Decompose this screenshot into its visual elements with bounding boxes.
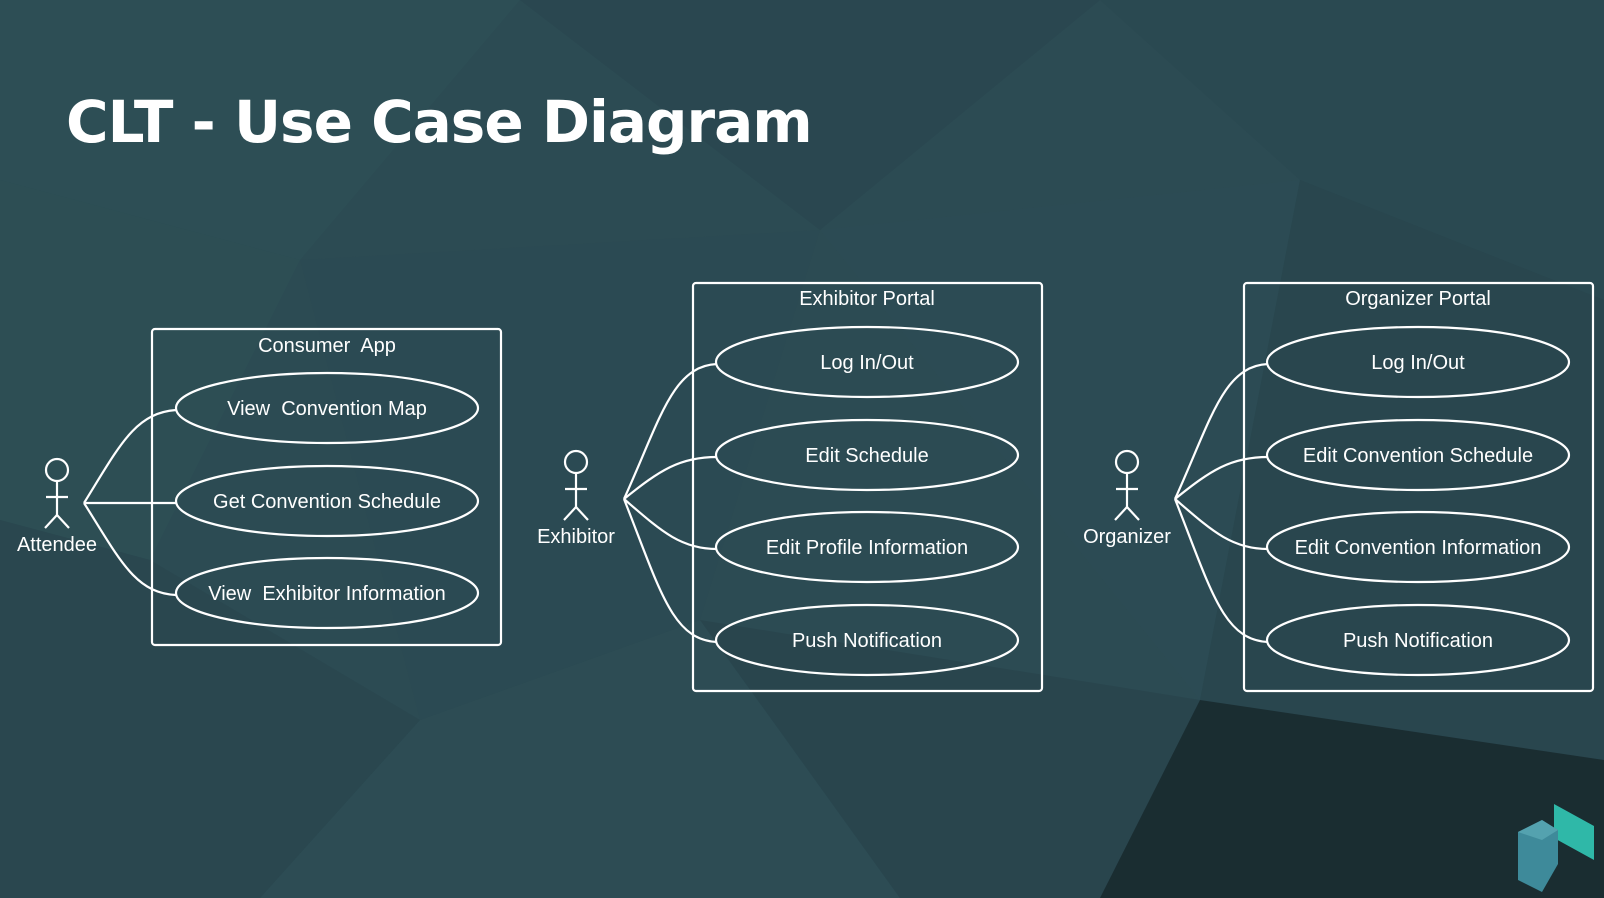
actor-organizer: Organizer (1083, 449, 1171, 548)
use-case: Log In/Out (714, 325, 1020, 399)
system-name: Organizer Portal (1345, 288, 1491, 310)
stick-figure-icon (563, 449, 589, 521)
use-case-label: Edit Schedule (805, 445, 928, 467)
use-case: View Convention Map (174, 371, 480, 445)
system-organizer-portal: Organizer Portal Log In/Out Edit Convent… (1083, 281, 1595, 693)
actor-attendee: Attendee (17, 457, 97, 556)
use-case-label: Push Notification (792, 630, 942, 652)
use-case-label: Edit Convention Information (1295, 537, 1542, 559)
use-case-label: Push Notification (1343, 630, 1493, 652)
actor-label: Organizer (1083, 526, 1171, 548)
stick-figure-icon (44, 457, 70, 529)
system-name: Consumer App (258, 335, 396, 357)
slide-title: CLT - Use Case Diagram (66, 88, 813, 156)
system-boundary (691, 281, 1044, 693)
use-case: View Exhibitor Information (174, 556, 480, 630)
actor-exhibitor: Exhibitor (537, 449, 615, 548)
use-case: Push Notification (714, 603, 1020, 677)
use-case-label: Edit Convention Schedule (1303, 445, 1533, 467)
system-boundary (150, 327, 503, 647)
actor-label: Exhibitor (537, 526, 615, 548)
system-boundary (1242, 281, 1595, 693)
associations (622, 362, 718, 644)
use-case-label: View Convention Map (227, 398, 427, 420)
use-case: Log In/Out (1265, 325, 1571, 399)
actor-label: Attendee (17, 534, 97, 556)
use-case: Edit Profile Information (714, 510, 1020, 584)
system-name: Exhibitor Portal (799, 288, 935, 310)
use-case: Edit Convention Information (1265, 510, 1571, 584)
use-case-label: Log In/Out (820, 352, 914, 374)
associations (83, 408, 177, 597)
use-case: Edit Convention Schedule (1265, 418, 1571, 492)
use-case-label: Get Convention Schedule (213, 491, 441, 513)
use-case: Get Convention Schedule (174, 464, 480, 538)
use-case-label: View Exhibitor Information (208, 583, 446, 605)
stick-figure-icon (1114, 449, 1140, 521)
use-case: Edit Schedule (714, 418, 1020, 492)
use-case: Push Notification (1265, 603, 1571, 677)
use-case-label: Log In/Out (1371, 352, 1465, 374)
system-consumer-app: Consumer App View Convention Map Get Con… (17, 327, 503, 647)
use-case-label: Edit Profile Information (766, 537, 968, 559)
associations (1173, 362, 1269, 644)
system-exhibitor-portal: Exhibitor Portal Log In/Out Edit Schedul… (537, 281, 1044, 693)
cube-logo-icon (1518, 804, 1594, 892)
